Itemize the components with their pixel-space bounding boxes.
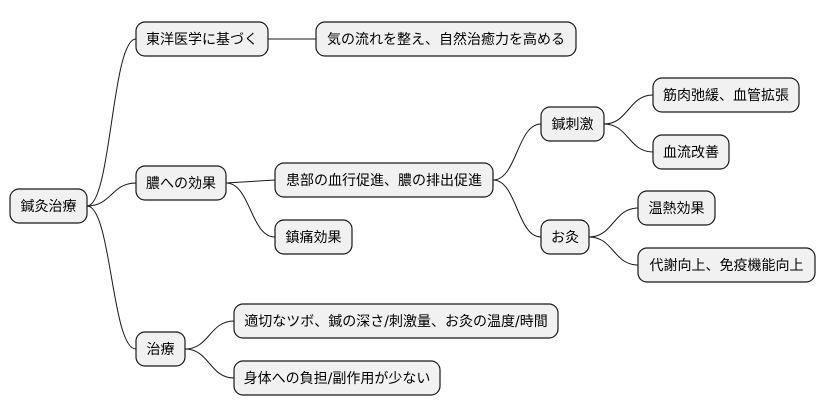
node-box	[233, 360, 441, 396]
node-box	[9, 188, 88, 224]
node-label: 東洋医学に基づく	[146, 31, 258, 48]
edge-moxa-metab	[588, 236, 639, 266]
node-box	[637, 190, 716, 226]
root-node: 鍼灸治療	[9, 188, 88, 224]
node-label: 筋肉弛緩、血管拡張	[663, 87, 789, 104]
edge-root-eastern	[86, 38, 137, 207]
node-box	[274, 162, 494, 198]
node-tsubo: 適切なツボ、鍼の深さ/刺激量、お灸の温度/時間	[233, 303, 559, 339]
node-label: 患部の血行促進、膿の排出促進	[286, 173, 482, 189]
edge-moxa-warm	[588, 207, 639, 238]
edge-pus-promote	[225, 179, 276, 184]
node-label: 気の流れを整え、自然治癒力を高める	[327, 31, 565, 48]
node-label: 鍼刺激	[552, 116, 594, 133]
mindmap-edges	[86, 38, 654, 379]
node-warm: 温熱効果	[637, 190, 716, 226]
node-box	[652, 77, 800, 113]
node-box	[233, 303, 559, 339]
node-metab: 代謝向上、免疫機能向上	[637, 247, 816, 283]
node-label: 鎮痛効果	[286, 229, 342, 246]
edge-promote-needle	[492, 123, 542, 181]
node-label: 身体への負担/副作用が少ない	[244, 371, 431, 387]
node-eastern: 東洋医学に基づく	[135, 21, 269, 57]
node-box	[135, 331, 186, 367]
edge-needle-muscle	[603, 94, 654, 125]
node-qi: 気の流れを整え、自然治癒力を高める	[315, 21, 577, 57]
node-pain: 鎮痛効果	[274, 219, 353, 255]
node-box	[135, 21, 269, 57]
node-blood: 血流改善	[652, 134, 730, 170]
node-needle: 鍼刺激	[540, 106, 605, 142]
node-box	[637, 247, 816, 283]
edge-pus-pain	[225, 182, 276, 238]
edge-treat-tsubo	[184, 320, 235, 350]
node-label: 膿への効果	[146, 176, 216, 192]
node-box	[540, 219, 590, 255]
node-label: 適切なツボ、鍼の深さ/刺激量、お灸の温度/時間	[244, 313, 547, 330]
node-box	[540, 106, 605, 142]
node-burden: 身体への負担/副作用が少ない	[233, 360, 441, 396]
node-label: 温熱効果	[649, 201, 705, 217]
node-box	[274, 219, 353, 255]
node-box	[135, 165, 227, 201]
node-treat: 治療	[135, 331, 186, 367]
edge-treat-burden	[184, 348, 235, 379]
edge-root-pus	[86, 182, 137, 207]
node-box	[652, 134, 730, 170]
node-pus: 膿への効果	[135, 165, 227, 201]
edge-promote-moxa	[492, 179, 542, 238]
node-label: 血流改善	[663, 145, 719, 161]
node-moxa: お灸	[540, 219, 590, 255]
node-muscle: 筋肉弛緩、血管拡張	[652, 77, 800, 113]
node-label: 鍼灸治療	[21, 198, 77, 215]
node-label: 代謝向上、免疫機能向上	[650, 258, 804, 274]
edge-root-treat	[86, 205, 137, 350]
node-promote: 患部の血行促進、膿の排出促進	[274, 162, 494, 198]
edge-needle-blood	[603, 123, 654, 153]
node-label: 治療	[147, 341, 175, 358]
node-label: お灸	[551, 230, 579, 246]
node-box	[315, 21, 577, 57]
